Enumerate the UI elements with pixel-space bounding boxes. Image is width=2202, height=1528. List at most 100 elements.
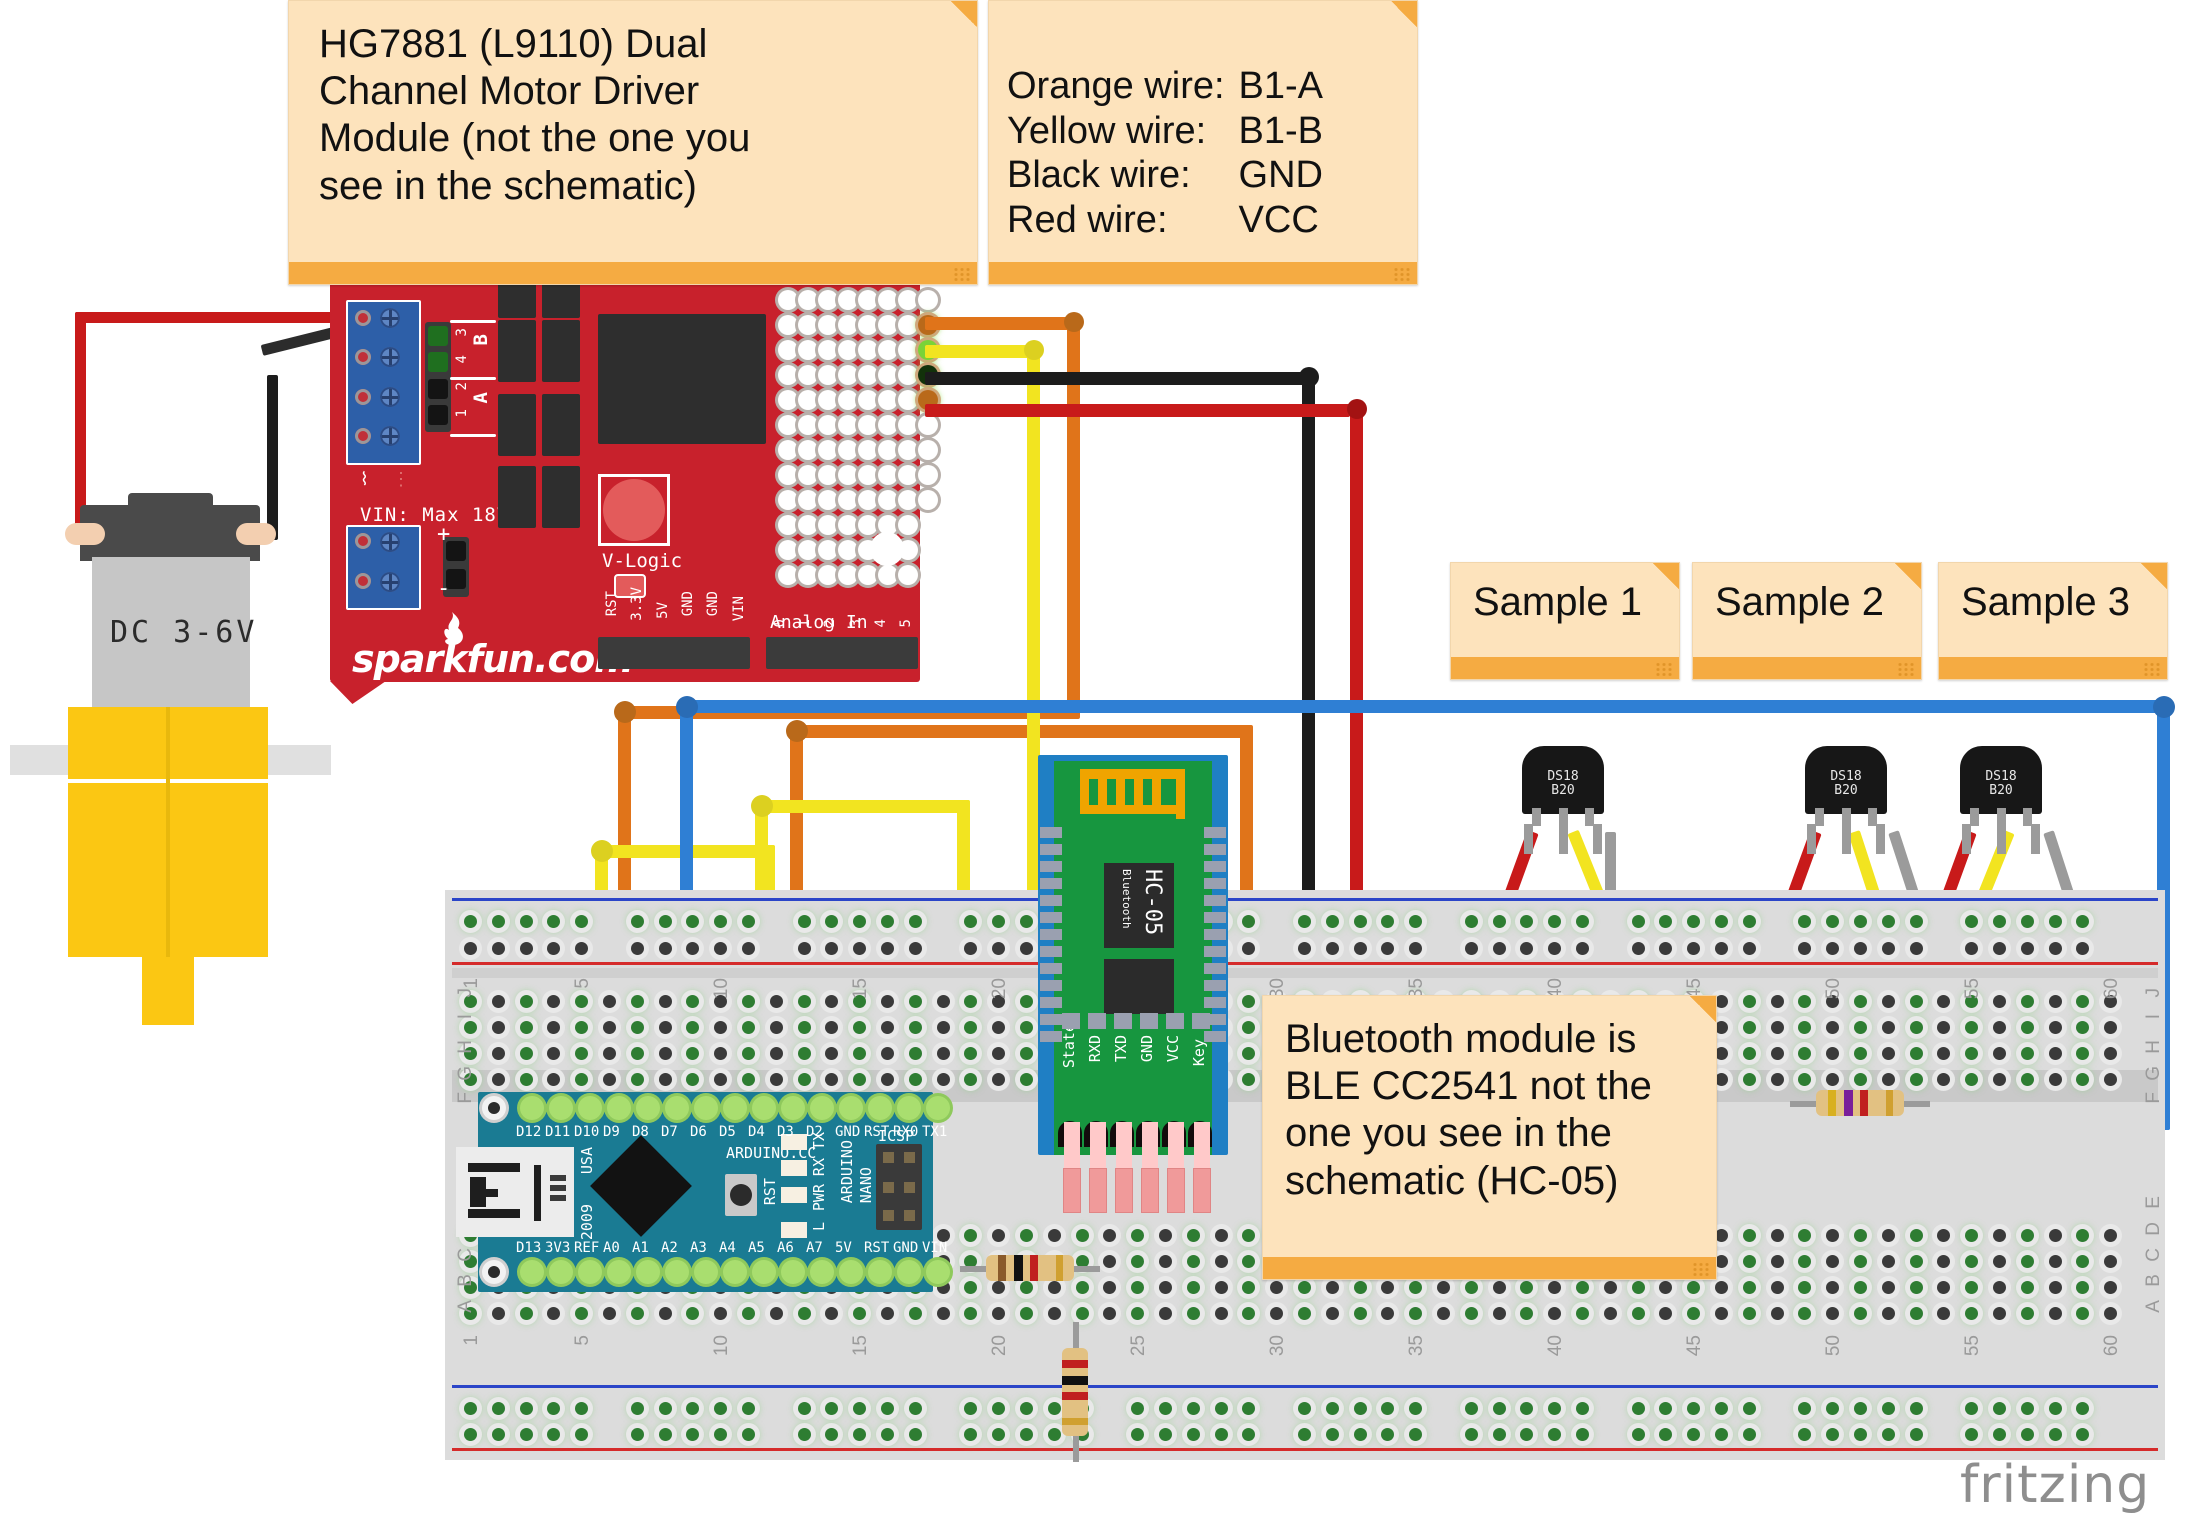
nano-pin-gnd[interactable] [839,1096,863,1120]
breadboard-rail-hole-bottom-neg[interactable] [881,1402,894,1415]
breadboard-hole-row-g[interactable] [658,1073,672,1086]
breadboard-rail-hole-top-pos[interactable] [1492,942,1506,955]
breadboard-rail-hole-bottom-pos[interactable] [1881,1428,1895,1441]
breadboard-rail-hole-top-pos[interactable] [1659,942,1673,955]
breadboard-hole-row-j[interactable] [797,995,811,1008]
breadboard-rail-hole-top-neg[interactable] [658,915,672,928]
breadboard-hole-row-a[interactable] [1103,1307,1117,1320]
breadboard-hole-row-a[interactable] [464,1307,477,1320]
breadboard-hole-row-h[interactable] [825,1047,839,1060]
breadboard-rail-hole-bottom-pos[interactable] [547,1428,561,1441]
breadboard-rail-hole-bottom-neg[interactable] [1492,1402,1506,1415]
nano-pin-d11[interactable] [549,1096,573,1120]
breadboard-rail-hole-top-pos[interactable] [630,942,644,955]
breadboard-hole-row-g[interactable] [519,1073,533,1086]
breadboard-hole-row-h[interactable] [992,1047,1006,1060]
vin-jumper-block[interactable] [443,537,469,597]
breadboard-rail-hole-bottom-pos[interactable] [964,1428,978,1441]
breadboard-rail-hole-top-neg[interactable] [630,915,644,928]
breadboard-hole-row-b[interactable] [2076,1281,2090,1294]
nano-pin-d5[interactable] [723,1096,747,1120]
breadboard-hole-row-d[interactable] [1909,1229,1923,1242]
nano-pin-d6[interactable] [694,1096,718,1120]
breadboard-hole-row-g[interactable] [936,1073,950,1086]
nano-pin-a2[interactable] [665,1260,689,1284]
breadboard-rail-hole-top-pos[interactable] [519,942,533,955]
breadboard-rail-hole-top-neg[interactable] [714,915,728,928]
breadboard-rail-hole-bottom-pos[interactable] [464,1428,477,1441]
breadboard-hole-row-g[interactable] [992,1073,1006,1086]
breadboard-rail-hole-top-pos[interactable] [992,942,1006,955]
breadboard-hole-row-g[interactable] [1798,1073,1812,1086]
breadboard-rail-hole-bottom-pos[interactable] [1214,1428,1228,1441]
breadboard-rail-hole-bottom-pos[interactable] [853,1428,867,1441]
breadboard-hole-row-h[interactable] [603,1047,616,1060]
breadboard-hole-row-i[interactable] [1798,1021,1812,1034]
nano-pin-a6[interactable] [781,1260,805,1284]
breadboard-hole-row-h[interactable] [1770,1047,1784,1060]
breadboard-hole-row-a[interactable] [686,1307,700,1320]
breadboard-hole-row-a[interactable] [1020,1307,1033,1320]
nano-pin-d10[interactable] [578,1096,602,1120]
breadboard-hole-row-b[interactable] [1270,1281,1284,1294]
breadboard-hole-row-j[interactable] [742,995,755,1008]
breadboard-hole-row-h[interactable] [1826,1047,1840,1060]
breadboard-rail-hole-top-pos[interactable] [742,942,755,955]
breadboard-hole-row-i[interactable] [603,1021,616,1034]
breadboard-hole-row-b[interactable] [1353,1281,1367,1294]
breadboard-rail-hole-bottom-pos[interactable] [1909,1428,1923,1441]
breadboard-hole-row-a[interactable] [1826,1307,1840,1320]
breadboard-rail-hole-bottom-pos[interactable] [881,1428,894,1441]
breadboard-rail-hole-bottom-neg[interactable] [1159,1402,1172,1415]
breadboard-hole-row-d[interactable] [1242,1229,1256,1242]
breadboard-hole-row-i[interactable] [1965,1021,1979,1034]
breadboard-hole-row-g[interactable] [769,1073,783,1086]
breadboard-hole-row-a[interactable] [769,1307,783,1320]
breadboard-hole-row-i[interactable] [1770,1021,1784,1034]
breadboard-hole-row-a[interactable] [547,1307,561,1320]
breadboard-hole-row-h[interactable] [2048,1047,2062,1060]
nano-pin-rst[interactable] [868,1260,892,1284]
breadboard-hole-row-b[interactable] [1047,1281,1061,1294]
breadboard-hole-row-a[interactable] [1687,1307,1701,1320]
nano-pin-3v3[interactable] [549,1260,573,1284]
breadboard-hole-row-c[interactable] [1798,1255,1812,1268]
nano-pin-d9[interactable] [607,1096,631,1120]
breadboard-hole-row-i[interactable] [1937,1021,1951,1034]
breadboard-hole-row-j[interactable] [2104,995,2118,1008]
breadboard-rail-hole-bottom-neg[interactable] [1464,1402,1478,1415]
breadboard-rail-hole-top-pos[interactable] [1798,942,1812,955]
breadboard-hole-row-b[interactable] [1909,1281,1923,1294]
breadboard-hole-row-c[interactable] [1965,1255,1979,1268]
breadboard-hole-row-h[interactable] [1854,1047,1867,1060]
breadboard-hole-row-g[interactable] [797,1073,811,1086]
breadboard-rail-hole-bottom-neg[interactable] [1742,1402,1756,1415]
breadboard-hole-row-a[interactable] [1186,1307,1200,1320]
breadboard-hole-row-a[interactable] [797,1307,811,1320]
breadboard-hole-row-a[interactable] [2020,1307,2034,1320]
breadboard-hole-row-g[interactable] [2048,1073,2062,1086]
breadboard-hole-row-b[interactable] [1965,1281,1979,1294]
breadboard-hole-row-i[interactable] [881,1021,894,1034]
breadboard-hole-row-h[interactable] [1020,1047,1033,1060]
breadboard-rail-hole-bottom-pos[interactable] [1854,1428,1867,1441]
breadboard-hole-row-i[interactable] [742,1021,755,1034]
breadboard-hole-row-b[interactable] [1715,1281,1728,1294]
breadboard-rail-hole-top-neg[interactable] [1631,915,1645,928]
breadboard-hole-row-d[interactable] [992,1229,1006,1242]
breadboard-hole-row-b[interactable] [2020,1281,2034,1294]
breadboard-hole-row-h[interactable] [936,1047,950,1060]
note-bluetooth[interactable]: Bluetooth module is BLE CC2541 not the o… [1262,995,1717,1280]
breadboard-hole-row-a[interactable] [1520,1307,1534,1320]
breadboard-rail-hole-top-pos[interactable] [1854,942,1867,955]
breadboard-hole-row-i[interactable] [992,1021,1006,1034]
breadboard-hole-row-i[interactable] [769,1021,783,1034]
breadboard-rail-hole-bottom-pos[interactable] [1659,1428,1673,1441]
breadboard-hole-row-j[interactable] [1715,995,1728,1008]
breadboard-rail-hole-bottom-neg[interactable] [1715,1402,1728,1415]
breadboard-rail-hole-bottom-pos[interactable] [1020,1428,1033,1441]
breadboard-rail-hole-bottom-pos[interactable] [742,1428,755,1441]
breadboard-hole-row-h[interactable] [575,1047,589,1060]
breadboard-rail-hole-bottom-neg[interactable] [686,1402,700,1415]
breadboard-hole-row-h[interactable] [491,1047,505,1060]
